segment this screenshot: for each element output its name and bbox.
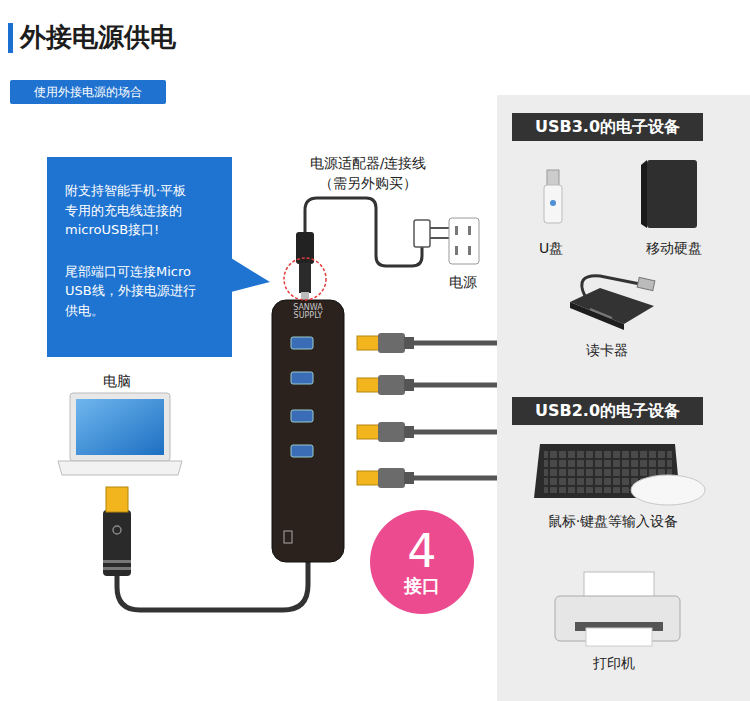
device-cables [357,333,497,488]
part-label: 电源 [433,272,493,292]
usb-plug-part [404,337,414,349]
callout-box: 附支持智能手机·平板 专用的充电线连接的 microUSB接口! 尾部端口可连接M… [47,157,232,357]
highlight-ring-part [284,258,326,300]
usb-hub-part [291,410,313,422]
computer-cable-part [103,510,131,576]
page-title: 外接电源供电 [20,19,176,55]
badge-circle: 4接口 [370,510,474,614]
usb-plug [357,333,414,353]
brand-logo: SANWA SUPPLY [286,304,330,320]
card-reader-part [590,309,612,318]
usb-plug [357,422,414,442]
printer [555,572,680,646]
device-cables-part [412,430,497,435]
usb-plug-part [357,336,379,350]
usb-plug-part [404,379,414,391]
usb-plug-part [378,333,405,353]
computer-cable-part [103,567,131,570]
usb-plug-part [357,471,379,485]
device-label: 移动硬盘 [634,238,714,258]
card-reader [570,276,655,330]
card-reader-part [570,302,624,330]
printer-part [586,628,652,646]
usb-plug-part [378,468,405,488]
node-text: 附支持智能手机·平板 专用的充电线连接的 microUSB接口! [65,181,199,240]
wall-outlet-part [455,226,458,235]
usb-hub-part [284,531,292,543]
callout-tail-part [231,258,270,292]
hard-drive-part [641,160,647,228]
mouse [631,475,705,505]
part-label: 电源适配器/连接线 （需另外购买） [306,153,431,193]
usb-stick-part [550,200,556,206]
usb-plug [357,375,414,395]
node-text: 使用外接电源的场合 [34,84,142,100]
usb-plug-part [378,422,405,442]
laptop-part [70,393,170,461]
usb-hub [272,300,344,562]
computer-cable-part [113,526,121,534]
circle-fill [370,510,474,614]
device-cables-part [412,383,497,388]
usb-plug-part [404,472,414,484]
usb-hub-part [291,445,313,457]
wall-outlet-part [468,226,471,235]
wall-outlet [449,218,479,264]
usb-hub-part [291,372,313,384]
device-panel [497,95,750,701]
power-cable-part [414,220,430,247]
power-cable-part [430,237,449,239]
hard-drive-part [647,160,697,228]
card-reader-part [637,277,655,290]
usb-stick-part [547,170,559,186]
device-label: U盘 [521,238,581,258]
wall-outlet-part [455,246,458,255]
node-subtext: 接口 [404,575,440,597]
mouse-part [631,475,705,505]
usb-plug-part [378,375,405,395]
node-text: USB2.0的电子设备 [535,401,680,421]
node-subtext: 尾部端口可连接Micro USB线，外接电源进行 供电。 [65,262,199,321]
device-cables-part [412,341,497,346]
computer-cable-part [106,487,128,512]
power-cable-part [305,198,422,266]
computer-cable-part [117,562,308,610]
usb-stick-part [544,185,562,223]
card-reader-part [570,288,654,324]
laptop-part [76,399,164,455]
device-label: 鼠标·键盘等输入设备 [523,511,703,531]
usb-plug-part [357,378,379,392]
usb-plug-part [357,425,379,439]
laptop-part [58,461,182,475]
device-label: 读卡器 [567,340,647,360]
power-cable-part [299,263,311,293]
highlight-ring [284,258,326,300]
device-label: 打印机 [574,653,654,673]
title-bar [8,23,13,53]
usb-stick [544,170,562,223]
hard-drive [641,160,697,228]
power-cable-part [301,292,309,299]
node-text: 4 [407,527,436,575]
wall-outlet-part [468,246,471,255]
wall-outlet-part [449,218,479,264]
usb-plug [357,468,414,488]
usb-hub-part [272,300,344,562]
usb-plug-part [404,426,414,438]
title-bar-part [8,23,13,53]
category-band: USB2.0的电子设备 [512,397,703,425]
callout-tail [231,258,270,292]
usb-hub-part [291,337,313,349]
power-cable-part [430,227,449,229]
device-panel-part [497,95,750,701]
part-label: 电脑 [87,371,147,391]
power-cable [296,198,449,299]
node-text: USB3.0的电子设备 [535,117,680,137]
section-tab: 使用外接电源的场合 [10,80,166,104]
laptop [58,393,182,475]
computer-cable-part [103,560,131,563]
category-band: USB3.0的电子设备 [512,113,703,141]
device-cables-part [412,476,497,481]
